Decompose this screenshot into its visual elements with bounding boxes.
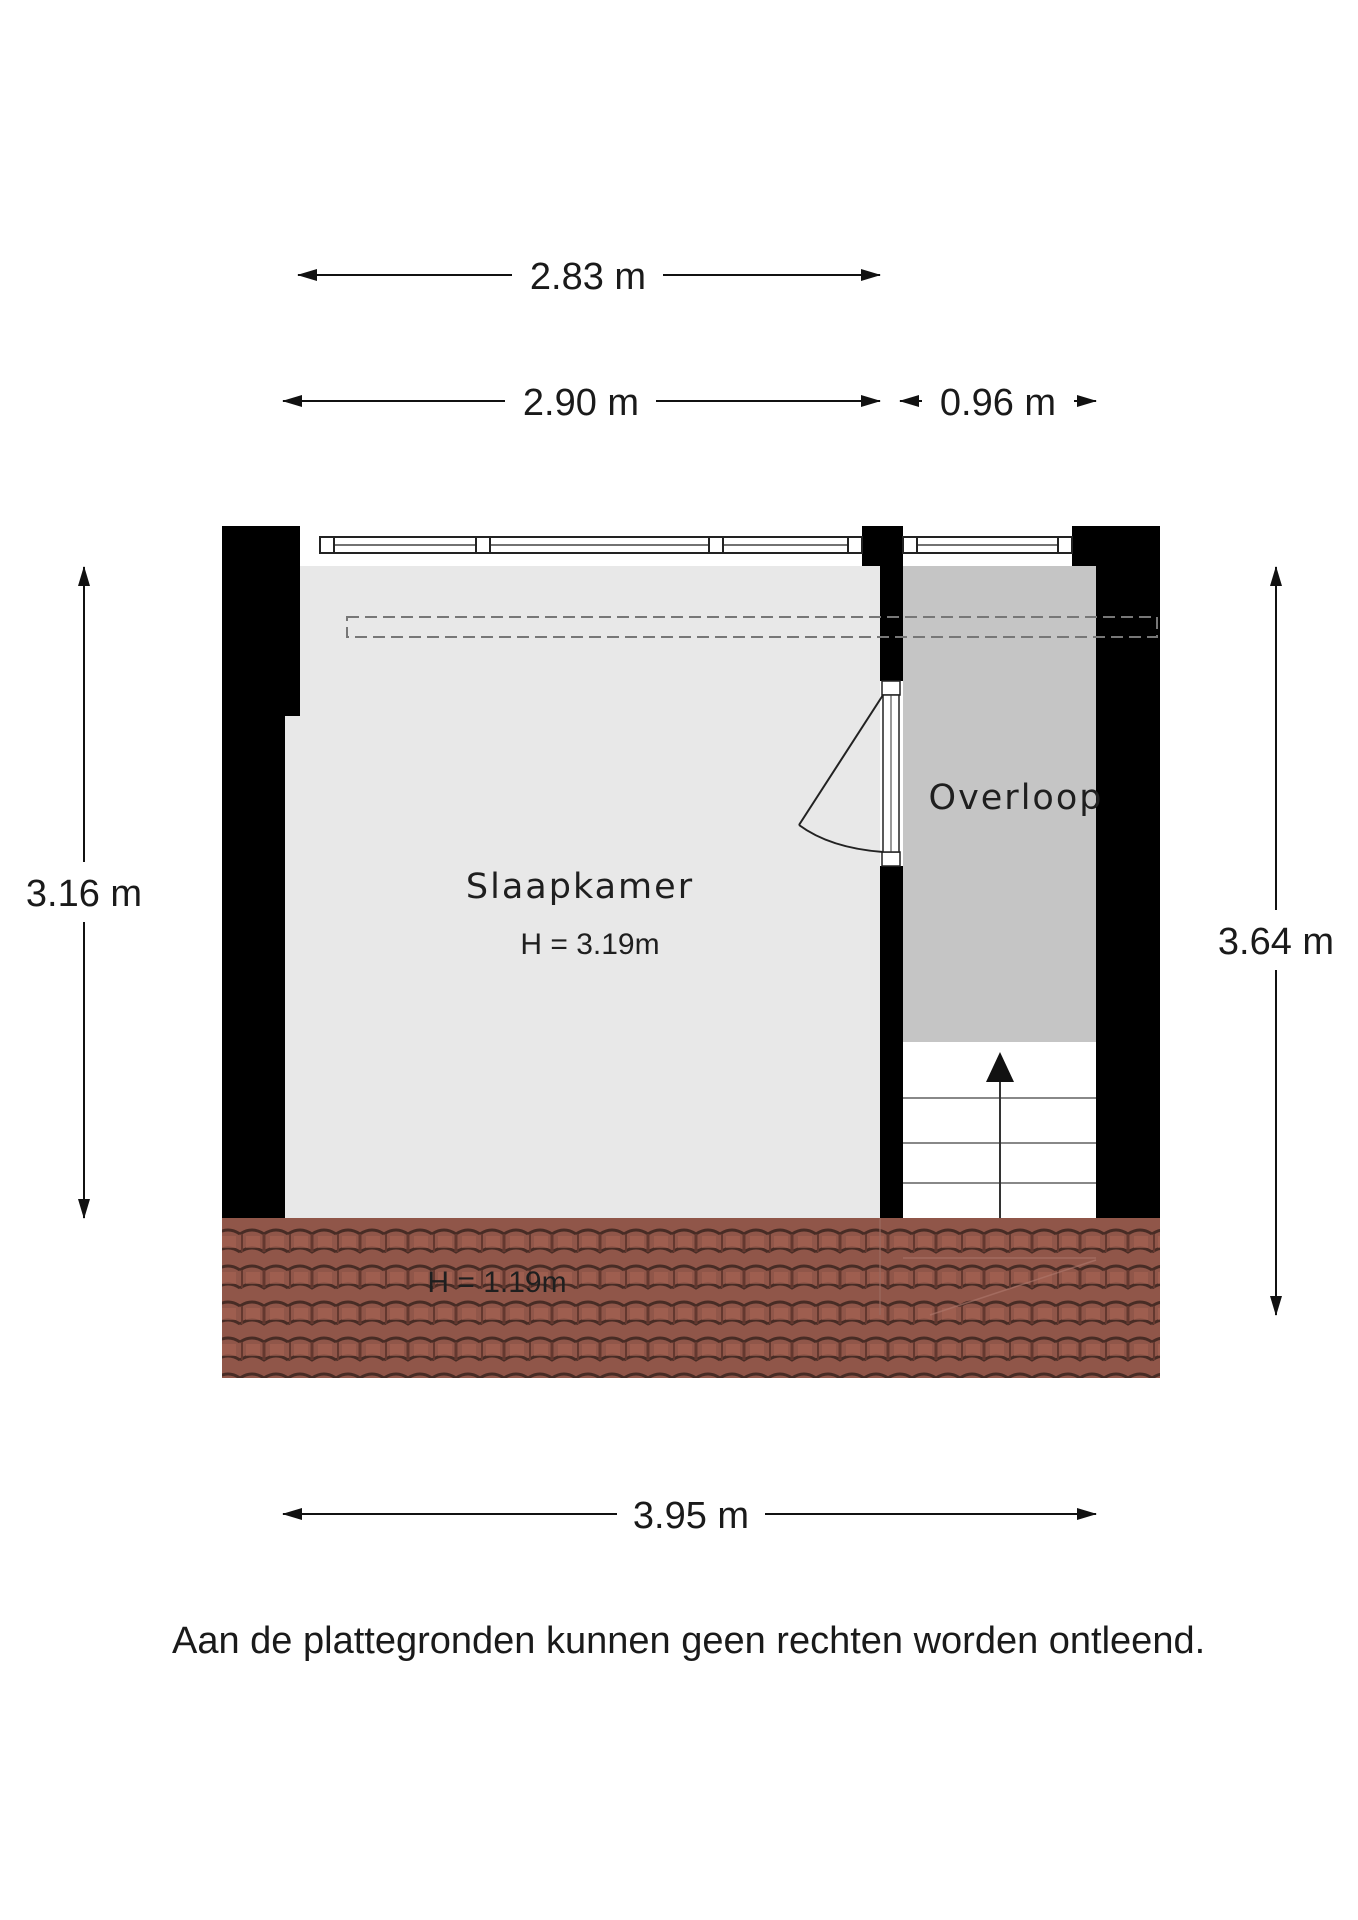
dimension-top-left: 2.90 m (282, 382, 881, 424)
roof-tiles (222, 1218, 1160, 1378)
dimension-label-left: 3.16 m (26, 873, 142, 915)
roof-height-label: H = 1.19m (427, 1266, 566, 1299)
door (798, 680, 901, 867)
dimension-label-top-right: 0.96 m (940, 382, 1056, 424)
dimension-label-right: 3.64 m (1218, 921, 1334, 963)
ceiling-beam-outline (346, 616, 1158, 638)
room-height-bedroom: H = 3.19m (520, 928, 659, 961)
disclaimer-text: Aan de plattegronden kunnen geen rechten… (172, 1620, 1206, 1662)
walls (222, 526, 1160, 1218)
dimension-right: 3.64 m (1218, 566, 1334, 1316)
landing-floor (903, 566, 1096, 1042)
dimension-label-top-left: 2.90 m (523, 382, 639, 424)
room-name-bedroom: Slaapkamer (466, 867, 694, 907)
window-bedroom (319, 536, 863, 554)
room-name-landing: Overloop (929, 778, 1104, 818)
dimension-left: 3.16 m (26, 566, 142, 1219)
dimension-bottom: 3.95 m (282, 1495, 1097, 1537)
stair-direction-arrow-icon (986, 1052, 1014, 1082)
bedroom-floor (285, 566, 880, 1218)
dimension-top-outer: 2.83 m (297, 256, 881, 298)
dimension-top-right: 0.96 m (899, 382, 1097, 424)
dimension-label-top-outer: 2.83 m (530, 256, 646, 298)
dimension-label-bottom: 3.95 m (633, 1495, 749, 1537)
window-landing (902, 536, 1073, 554)
